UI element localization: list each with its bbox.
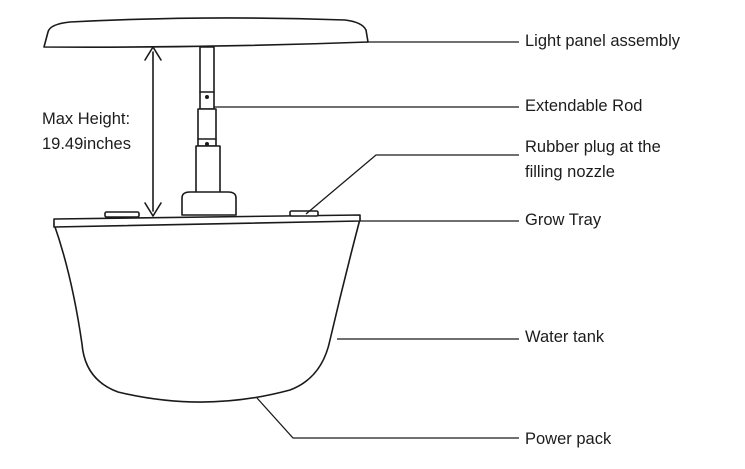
rod-dot-upper	[205, 95, 209, 99]
callout-text: Water tank	[525, 328, 605, 346]
callout-text: Extendable Rod	[525, 97, 643, 115]
leader-rubber-plug	[305, 154, 519, 215]
rubber-plug-left	[104, 211, 140, 218]
water-tank-shape	[53, 218, 361, 403]
max-height-label: Max Height: 19.49inches	[42, 107, 131, 157]
callout-text: Light panel assembly	[525, 32, 681, 50]
max-height-line-1: Max Height:	[42, 110, 131, 128]
callout-water-tank: Water tank	[525, 325, 604, 350]
callout-power-pack: Power pack	[525, 427, 611, 452]
leader-power-pack	[256, 397, 519, 439]
rod-lower-segment	[195, 145, 221, 195]
max-height-line-2: 19.49inches	[42, 135, 131, 153]
light-panel-shape	[43, 17, 369, 48]
height-arrow-head-top	[144, 46, 162, 61]
rubber-plug-right	[289, 210, 319, 217]
callout-text: Power pack	[525, 430, 612, 448]
height-arrow-head-bottom	[144, 202, 162, 217]
rod-upper-segment	[199, 46, 215, 110]
callout-text: Grow Tray	[525, 211, 602, 229]
rod-base-shape	[181, 191, 237, 216]
callout-light-panel-assembly: Light panel assembly	[525, 29, 680, 54]
callout-extendable-rod: Extendable Rod	[525, 94, 642, 119]
callout-text: Rubber plug at the	[525, 138, 661, 156]
callout-grow-tray: Grow Tray	[525, 208, 601, 233]
rod-middle-segment	[197, 108, 217, 147]
callout-text: filling nozzle	[525, 163, 615, 181]
rod-dot-lower	[205, 142, 209, 146]
callout-rubber-plug: Rubber plug at the filling nozzle	[525, 135, 661, 185]
